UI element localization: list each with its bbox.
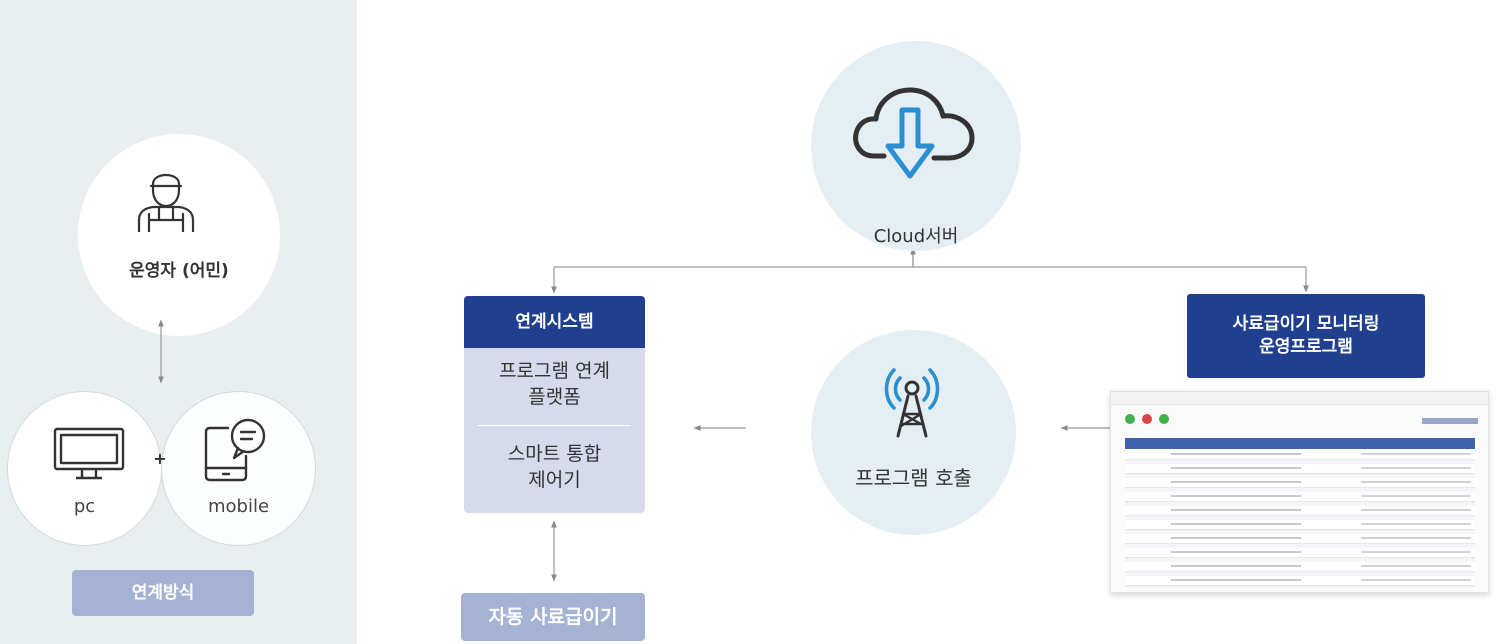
cloud-server-label: Cloud서버 bbox=[873, 226, 959, 247]
status-icon bbox=[1159, 414, 1169, 424]
link-system-item: 스마트 통합 제어기 bbox=[464, 441, 645, 493]
title-line: 사료급이기 모니터링 bbox=[1232, 314, 1380, 334]
link-method-badge: 연계방식 bbox=[72, 570, 254, 616]
status-icon bbox=[1125, 414, 1135, 424]
pc-label: pc bbox=[73, 496, 96, 517]
item-line: 제어기 bbox=[528, 469, 581, 491]
item-line: 스마트 통합 bbox=[507, 443, 602, 465]
link-system-title: 연계시스템 bbox=[464, 296, 645, 348]
link-system-box: 연계시스템 프로그램 연계 플랫폼 스마트 통합 제어기 bbox=[464, 296, 645, 513]
auto-feeder-badge: 자동 사료급이기 bbox=[461, 593, 645, 641]
item-line: 프로그램 연계 bbox=[499, 360, 610, 382]
antenna-tower-icon bbox=[884, 368, 940, 438]
table-cells bbox=[1361, 450, 1471, 588]
program-call-label: 프로그램 호출 bbox=[855, 466, 972, 490]
title-line: 운영프로그램 bbox=[1259, 337, 1353, 357]
monitor-icon bbox=[53, 427, 125, 480]
operator-icon bbox=[137, 173, 195, 232]
browser-bar bbox=[1111, 392, 1488, 405]
monitoring-screenshot bbox=[1110, 391, 1489, 593]
plus-sign: + bbox=[153, 449, 167, 468]
program-call-circle bbox=[811, 330, 1016, 535]
operator-label: 운영자 (어민) bbox=[129, 261, 229, 281]
logo-mark bbox=[1422, 418, 1478, 424]
monitoring-program-title: 사료급이기 모니터링 운영프로그램 bbox=[1187, 294, 1425, 378]
table-header bbox=[1125, 438, 1475, 449]
status-icon bbox=[1142, 414, 1152, 424]
divider bbox=[478, 425, 631, 426]
table-cells bbox=[1171, 450, 1301, 588]
link-system-item: 프로그램 연계 플랫폼 bbox=[464, 348, 645, 410]
mobile-chat-icon bbox=[204, 418, 266, 482]
item-line: 플랫폼 bbox=[528, 386, 581, 408]
operator-circle bbox=[78, 134, 280, 336]
mobile-label: mobile bbox=[207, 496, 270, 517]
cloud-download-icon bbox=[853, 87, 975, 179]
